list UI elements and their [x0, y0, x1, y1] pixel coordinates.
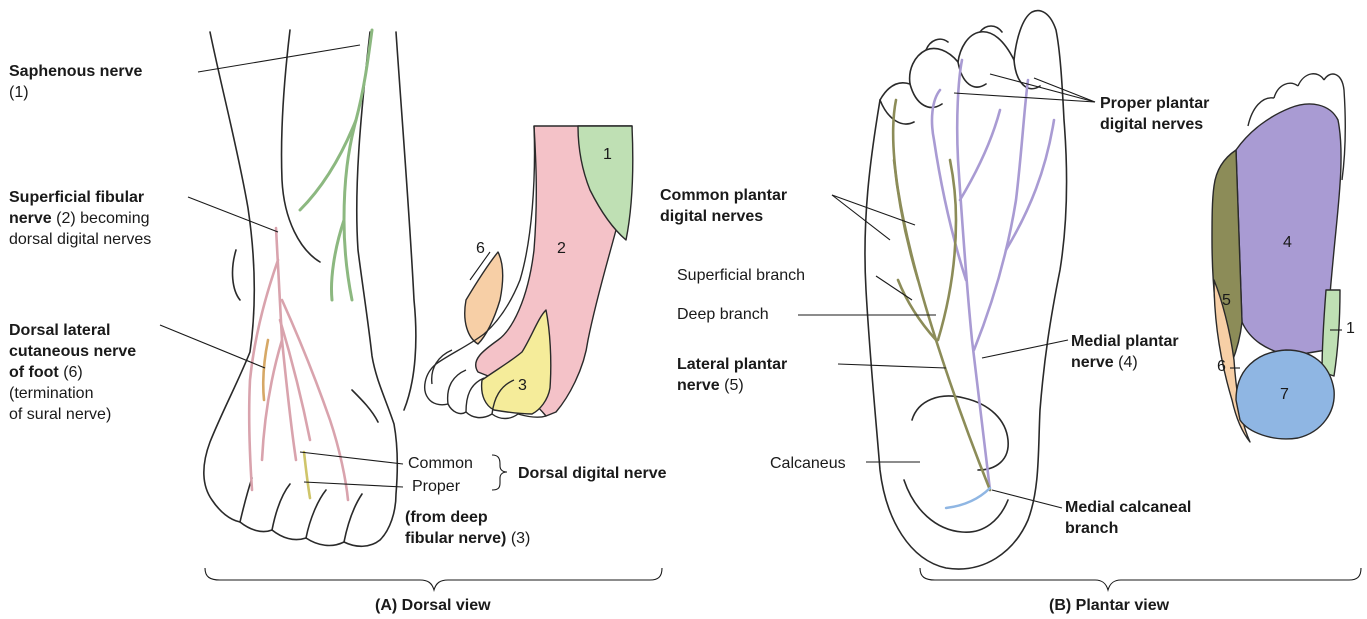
caption-plantar-view: (B) Plantar view	[1049, 597, 1169, 615]
label-proper: Proper	[412, 476, 460, 497]
label-lateral-plantar-nerve: Lateral plantar nerve (5)	[677, 354, 787, 396]
dorsal-lateral-line4: (termination	[9, 385, 93, 402]
plantar-foot-outline	[865, 11, 1067, 569]
dorsal-lateral-line3: of foot	[9, 364, 59, 381]
proper-plantar-line1: Proper plantar	[1100, 95, 1209, 112]
common-plantar-line1: Common plantar	[660, 187, 787, 204]
label-from-deep-fibular: (from deep fibular nerve) (3)	[405, 507, 530, 549]
superficial-fibular-line3: dorsal digital nerves	[9, 231, 151, 248]
dorsal-lateral-ref: (6)	[63, 364, 83, 381]
label-medial-plantar-nerve: Medial plantar nerve (4)	[1071, 331, 1179, 373]
superficial-fibular-name-1: Superficial fibular	[9, 189, 144, 206]
label-deep-branch: Deep branch	[677, 304, 769, 325]
dorsal-zone-number-6: 6	[476, 240, 485, 258]
lateral-plantar-ref: (5)	[724, 377, 744, 394]
plantar-zone-number-7: 7	[1280, 386, 1289, 404]
dorsal-lateral-line5: of sural nerve)	[9, 406, 111, 423]
lateral-plantar-line2: nerve	[677, 377, 720, 394]
dorsal-zone-number-1: 1	[603, 146, 612, 164]
dorsal-digital-nerve-text: Dorsal digital nerve	[518, 465, 667, 482]
caption-dorsal-view: (A) Dorsal view	[375, 597, 491, 615]
medial-calcaneal-line2: branch	[1065, 520, 1118, 537]
superficial-fibular-name-2: nerve	[9, 210, 52, 227]
saphenous-nerve-ref: (1)	[9, 84, 29, 101]
medial-plantar-line1: Medial plantar	[1071, 333, 1179, 350]
dorsal-lateral-line2: cutaneous nerve	[9, 343, 136, 360]
label-calcaneus: Calcaneus	[770, 453, 846, 474]
medial-plantar-line2: nerve	[1071, 354, 1114, 371]
dorsal-zone-number-3: 3	[518, 377, 527, 395]
plantar-zone-1	[1322, 290, 1340, 376]
plantar-foot-illustration	[865, 11, 1067, 569]
proper-plantar-line2: digital nerves	[1100, 116, 1203, 133]
label-superficial-branch: Superficial branch	[677, 265, 805, 286]
label-dorsal-digital-nerve: Dorsal digital nerve	[518, 463, 667, 484]
dorsal-lateral-line1: Dorsal lateral	[9, 322, 110, 339]
superficial-fibular-ref: (2) becoming	[56, 210, 149, 227]
lateral-plantar-line1: Lateral plantar	[677, 356, 787, 373]
label-common: Common	[408, 453, 473, 474]
dorsal-zone-number-2: 2	[557, 240, 566, 258]
medial-plantar-ref: (4)	[1118, 354, 1138, 371]
plantar-zone-number-4: 4	[1283, 234, 1292, 252]
plantar-zone-number-5: 5	[1222, 292, 1231, 310]
label-superficial-fibular-nerve: Superficial fibular nerve (2) becoming d…	[9, 187, 151, 250]
from-deep-line2: fibular nerve)	[405, 530, 506, 547]
label-proper-plantar-digital: Proper plantar digital nerves	[1100, 93, 1209, 135]
dorsal-dermatome-map	[425, 126, 633, 419]
plantar-zone-number-6: 6	[1217, 358, 1226, 376]
dermatome-zone-6	[465, 252, 503, 344]
from-deep-line1: (from deep	[405, 509, 488, 526]
dorsal-foot-outline	[204, 32, 397, 546]
from-deep-ref: (3)	[511, 530, 531, 547]
plantar-zone-number-1: 1	[1346, 320, 1355, 338]
dorsal-foot-illustration	[204, 30, 416, 546]
label-dorsal-lateral-cutaneous: Dorsal lateral cutaneous nerve of foot (…	[9, 320, 136, 425]
common-plantar-line2: digital nerves	[660, 208, 763, 225]
medial-calcaneal-line1: Medial calcaneal	[1065, 499, 1191, 516]
label-medial-calcaneal-branch: Medial calcaneal branch	[1065, 497, 1191, 539]
label-saphenous-nerve: Saphenous nerve (1)	[9, 61, 142, 103]
plantar-dermatome-map	[1212, 74, 1345, 442]
label-common-plantar-digital: Common plantar digital nerves	[660, 185, 787, 227]
saphenous-nerve-name: Saphenous nerve	[9, 63, 142, 80]
